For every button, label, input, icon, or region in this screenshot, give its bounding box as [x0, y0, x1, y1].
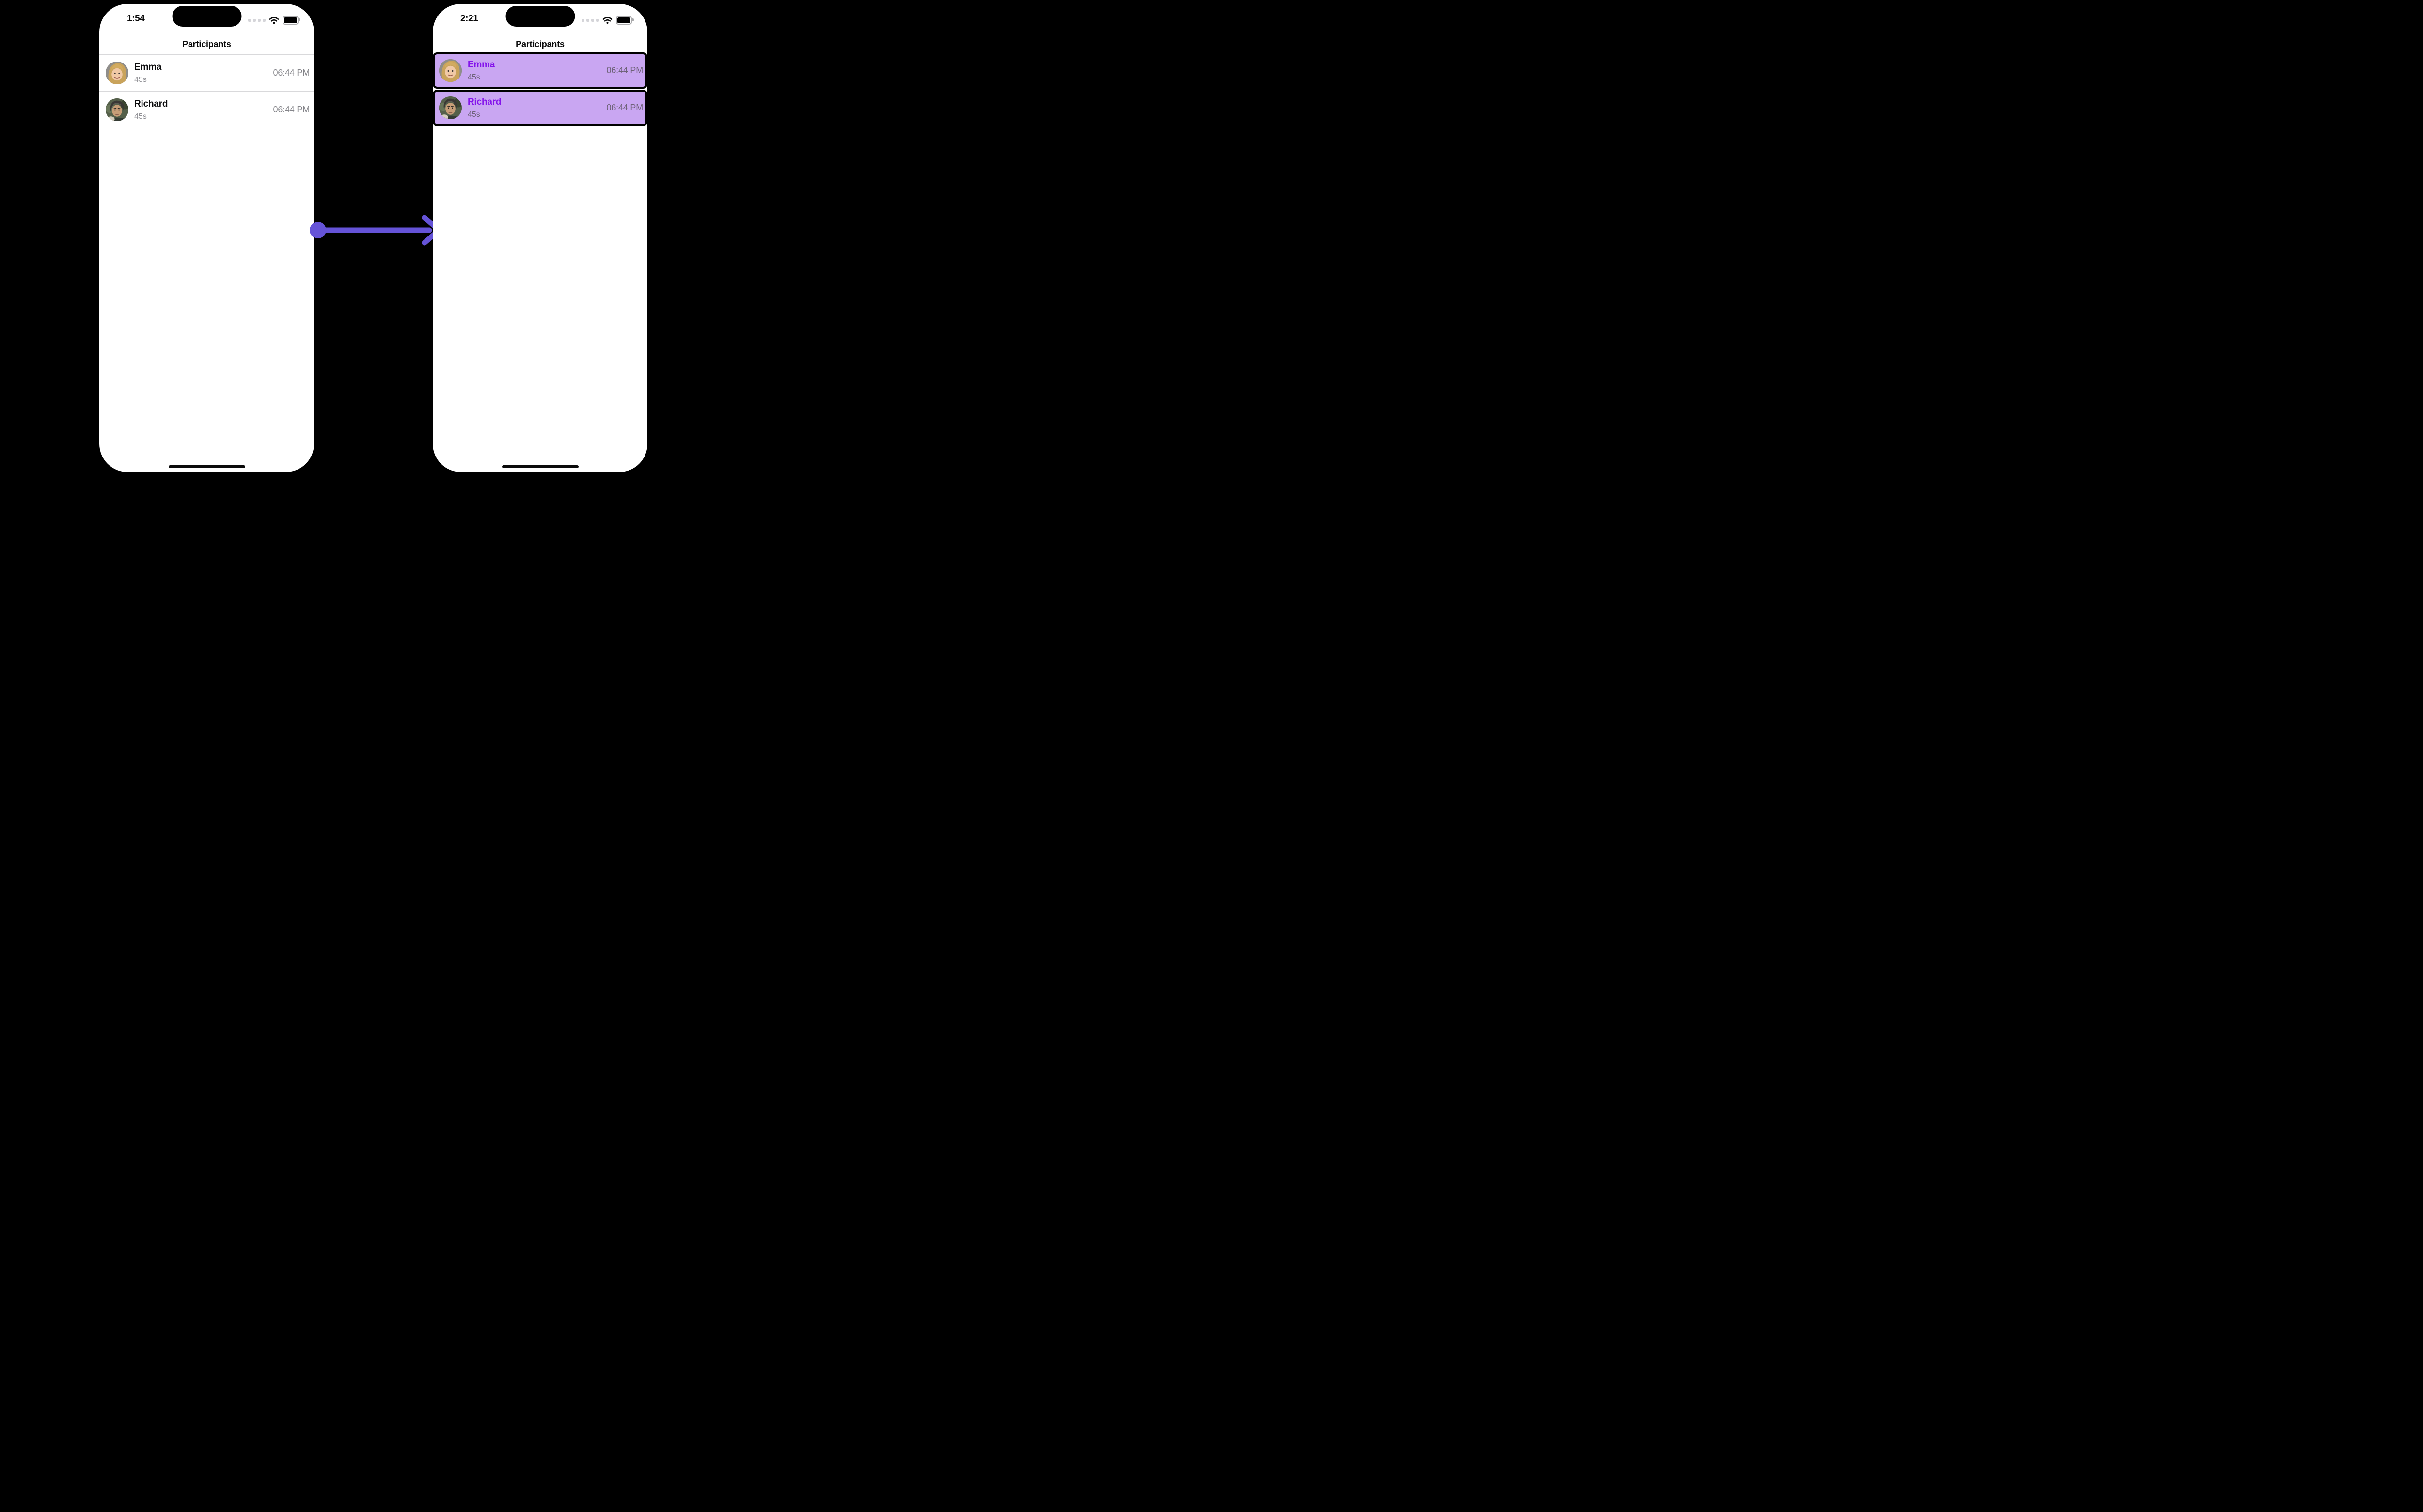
dynamic-island [505, 6, 575, 27]
participant-info: Richard 45s [134, 99, 168, 121]
participant-row-emma-selected[interactable]: Emma 45s 06:44 PM [433, 52, 647, 89]
page-title: Participants [182, 39, 231, 49]
participant-duration: 45s [468, 110, 480, 119]
phone-before: 1:54 Participants [99, 4, 314, 472]
participant-name: Emma [468, 59, 495, 70]
participant-duration: 45s [134, 112, 147, 121]
participant-row-richard-selected[interactable]: Richard 45s 06:44 PM [433, 90, 647, 126]
transition-arrow-icon [310, 215, 442, 246]
cellular-dots-icon [582, 19, 599, 22]
avatar-emma [439, 59, 462, 82]
participant-time: 06:44 PM [606, 103, 644, 112]
participant-name: Emma [134, 62, 162, 72]
battery-icon [283, 16, 300, 25]
home-indicator[interactable] [502, 465, 579, 468]
avatar-richard-image [106, 98, 128, 121]
status-bar: 2:21 [433, 4, 647, 34]
participant-duration: 45s [134, 75, 147, 84]
home-indicator[interactable] [168, 465, 245, 468]
page-title: Participants [516, 39, 565, 49]
status-time: 1:54 [127, 14, 145, 24]
status-icons [582, 16, 634, 25]
participant-row-richard[interactable]: Richard 45s 06:44 PM [99, 92, 314, 128]
status-icons [248, 16, 300, 25]
participant-duration: 45s [468, 73, 480, 81]
avatar-richard [106, 98, 128, 121]
participant-info: Richard 45s [468, 96, 502, 119]
status-bar: 1:54 [99, 4, 314, 34]
wifi-icon [602, 17, 613, 24]
participant-name: Richard [468, 96, 502, 107]
avatar-emma [106, 62, 128, 84]
participant-info: Emma 45s [468, 60, 495, 82]
participant-row-emma[interactable]: Emma 45s 06:44 PM [99, 55, 314, 92]
avatar-richard [439, 96, 462, 119]
canvas: 1:54 Participants [0, 0, 760, 473]
dynamic-island [172, 6, 241, 27]
wifi-icon [269, 17, 279, 24]
participants-list: Emma 45s 06:44 PM [99, 54, 314, 128]
participant-info: Emma 45s [134, 62, 161, 84]
participants-list: Emma 45s 06:44 PM [433, 52, 647, 126]
battery-icon [616, 16, 634, 25]
avatar-emma-image [106, 62, 128, 84]
participant-name: Richard [134, 98, 168, 109]
cellular-dots-icon [248, 19, 266, 22]
participant-time: 06:44 PM [606, 65, 644, 75]
participant-time: 06:44 PM [273, 68, 310, 78]
phone-after: 2:21 Participants [433, 4, 647, 472]
participant-time: 06:44 PM [273, 105, 310, 114]
avatar-richard-image [439, 96, 462, 119]
status-time: 2:21 [460, 14, 478, 24]
avatar-emma-image [439, 59, 462, 82]
